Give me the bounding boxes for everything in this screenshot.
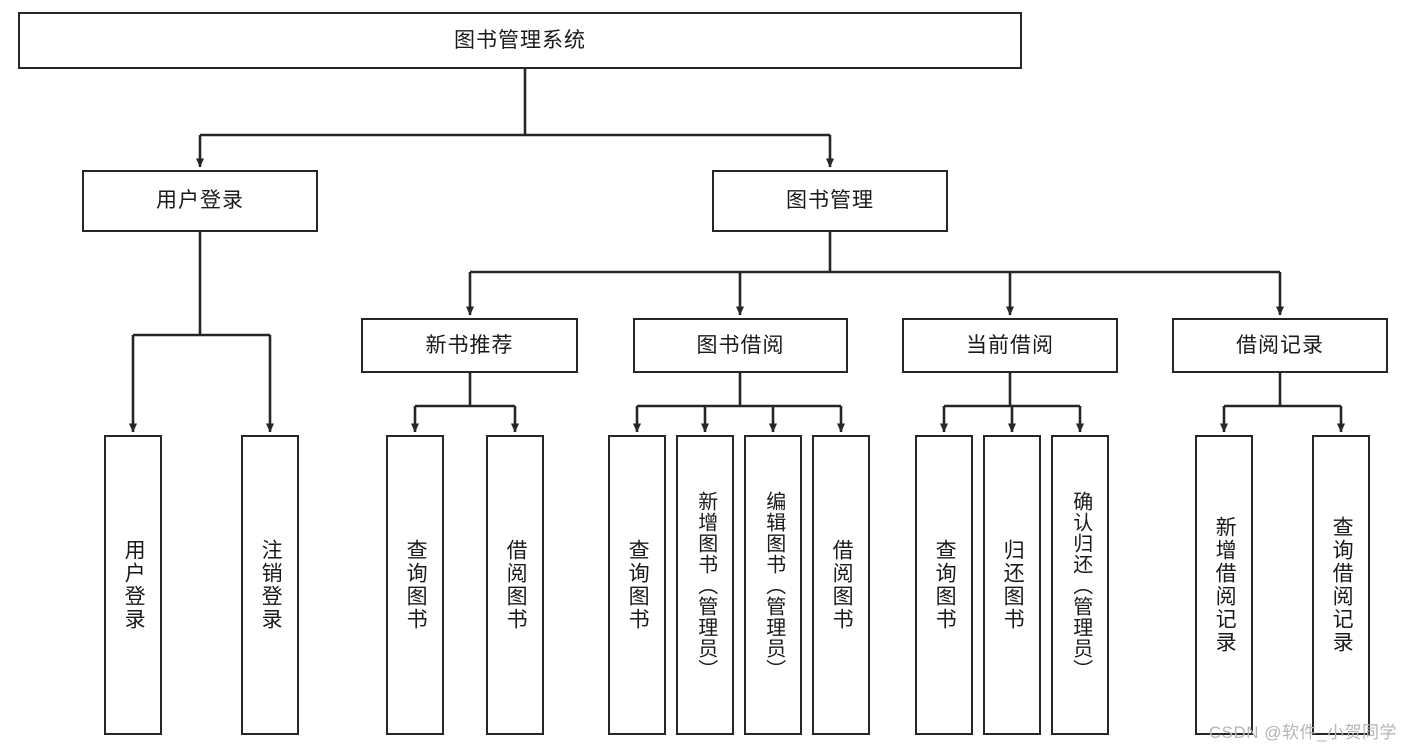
node-label: 用户登录 [122, 539, 146, 631]
node-label: 借阅图书 [830, 539, 854, 631]
node-label: 当前借阅 [966, 333, 1054, 357]
node-leaf-1[interactable]: 注销登录 [241, 435, 299, 735]
node-level3-0[interactable]: 新书推荐 [361, 318, 578, 373]
node-root[interactable]: 图书管理系统 [18, 12, 1022, 69]
node-label: 查询借阅记录 [1330, 516, 1354, 654]
node-leaf-6[interactable]: 编辑图书（管理员） [744, 435, 802, 735]
node-label: 查询图书 [404, 539, 428, 631]
node-leaf-11[interactable]: 新增借阅记录 [1195, 435, 1253, 735]
node-label: 新书推荐 [425, 333, 514, 357]
node-leaf-2[interactable]: 查询图书 [386, 435, 444, 735]
node-label: 查询图书 [933, 539, 957, 631]
node-label: 查询图书 [626, 539, 650, 631]
node-leaf-5[interactable]: 新增图书（管理员） [676, 435, 734, 735]
node-label: 借阅记录 [1236, 333, 1324, 357]
node-leaf-9[interactable]: 归还图书 [983, 435, 1041, 735]
node-label: 新增借阅记录 [1213, 516, 1237, 654]
watermark: CSDN @软件_小贺同学 [1208, 723, 1397, 742]
node-label: 借阅图书 [504, 539, 528, 631]
node-level3-2[interactable]: 当前借阅 [902, 318, 1118, 373]
node-label: 归还图书 [1001, 539, 1025, 631]
node-level3-1[interactable]: 图书借阅 [633, 318, 848, 373]
node-label: 用户登录 [156, 189, 244, 213]
node-leaf-10[interactable]: 确认归还（管理员） [1051, 435, 1109, 735]
node-leaf-7[interactable]: 借阅图书 [812, 435, 870, 735]
node-leaf-3[interactable]: 借阅图书 [486, 435, 544, 735]
node-label: 图书管理系统 [454, 28, 586, 52]
node-label: 注销登录 [259, 539, 283, 631]
node-label: 确认归还（管理员） [1069, 490, 1092, 680]
node-leaf-12[interactable]: 查询借阅记录 [1312, 435, 1370, 735]
node-label: 图书管理 [786, 189, 874, 213]
node-leaf-0[interactable]: 用户登录 [104, 435, 162, 735]
node-level2-0[interactable]: 用户登录 [82, 170, 318, 232]
node-label: 编辑图书（管理员） [762, 490, 785, 680]
node-level2-1[interactable]: 图书管理 [712, 170, 948, 232]
node-level3-3[interactable]: 借阅记录 [1172, 318, 1388, 373]
node-label: 图书借阅 [696, 333, 785, 357]
node-leaf-4[interactable]: 查询图书 [608, 435, 666, 735]
node-label: 新增图书（管理员） [694, 490, 717, 680]
node-leaf-8[interactable]: 查询图书 [915, 435, 973, 735]
